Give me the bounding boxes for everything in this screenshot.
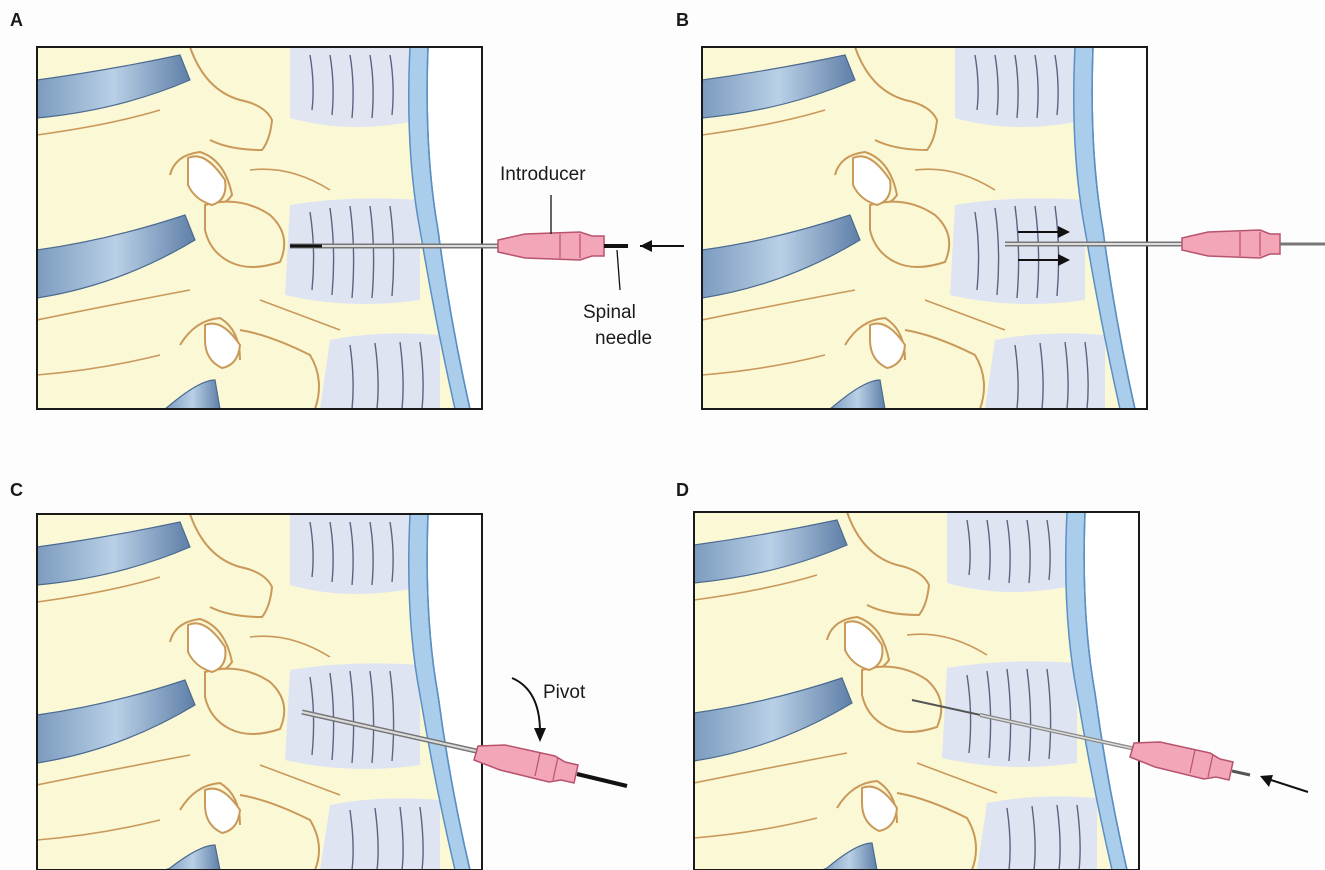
spinal-label: Spinal	[583, 300, 636, 325]
panel-b-illustration	[660, 0, 1325, 420]
spine-anatomy	[694, 512, 1139, 870]
needle-label: needle	[595, 326, 652, 351]
left-arrow-icon	[1260, 775, 1308, 792]
spine-anatomy	[702, 47, 1147, 409]
pivot-label: Pivot	[543, 680, 585, 705]
panel-a-illustration	[0, 0, 700, 420]
spine-anatomy	[37, 514, 482, 870]
panel-d-illustration	[660, 470, 1325, 870]
panel-c-illustration	[0, 470, 660, 870]
spinal-needle-leader-line	[617, 250, 620, 290]
spinal-needle-stylet	[577, 774, 627, 786]
spine-anatomy	[37, 47, 482, 409]
introducer-label: Introducer	[500, 162, 586, 187]
curved-arrow-icon	[512, 678, 546, 742]
spinal-needle-hub-end	[1232, 771, 1250, 775]
